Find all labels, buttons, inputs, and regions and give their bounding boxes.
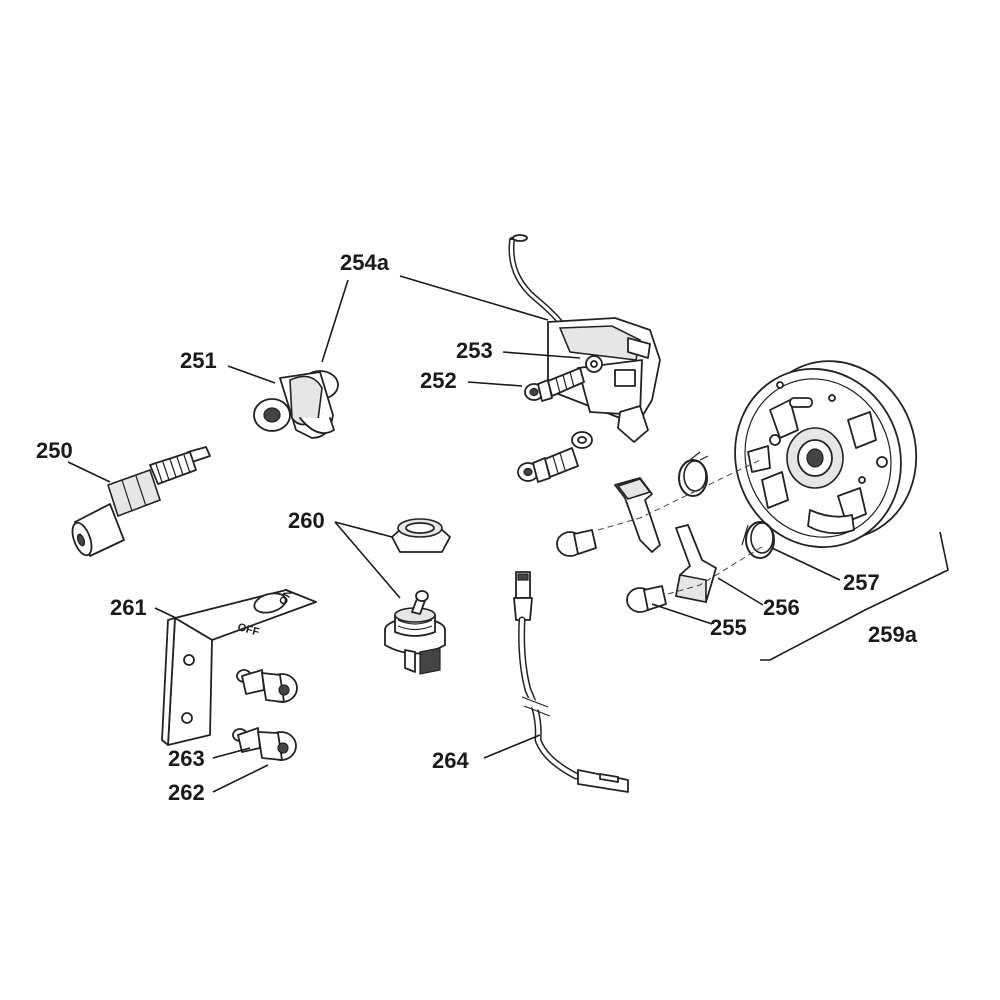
- spark-plug: [71, 446, 211, 557]
- wire-lead: [513, 571, 629, 793]
- pawl-spring-upper: [678, 451, 709, 497]
- label-262: 262: [168, 780, 205, 805]
- label-255: 255: [710, 615, 747, 640]
- bracket-off-marking: OFF: [236, 621, 261, 638]
- kill-switch: [384, 518, 451, 675]
- pawl-upper: [614, 477, 661, 553]
- coil-bolt-upper: [524, 367, 585, 402]
- coil-bolt-lower: [517, 431, 593, 483]
- alignment-line-lower: [667, 544, 766, 595]
- label-257: 257: [843, 570, 880, 595]
- pawl-spring-lower: [741, 521, 775, 559]
- flywheel-group-bracket: [760, 531, 949, 661]
- label-253: 253: [456, 338, 493, 363]
- label-263: 263: [168, 746, 205, 771]
- bracket-screw-lower: [232, 727, 297, 761]
- label-261: 261: [110, 595, 147, 620]
- label-250: 250: [36, 438, 73, 463]
- label-259a: 259a: [868, 622, 918, 647]
- pawl-bolt-upper: [556, 529, 597, 557]
- label-264: 264: [432, 748, 469, 773]
- label-254a: 254a: [340, 250, 390, 275]
- flywheel: [734, 360, 918, 549]
- switch-bracket: ON OFF: [161, 587, 317, 746]
- label-256: 256: [763, 595, 800, 620]
- ignition-coil: [508, 234, 661, 443]
- bracket-screw-upper: [236, 669, 298, 703]
- pawl-bolt-lower: [626, 585, 667, 613]
- alignment-line-upper: [597, 459, 761, 531]
- spark-plug-cap: [253, 370, 339, 439]
- label-260: 260: [288, 508, 325, 533]
- label-252: 252: [420, 368, 457, 393]
- pawl-lower: [675, 524, 717, 603]
- leader-lines: [67, 275, 841, 793]
- label-251: 251: [180, 348, 217, 373]
